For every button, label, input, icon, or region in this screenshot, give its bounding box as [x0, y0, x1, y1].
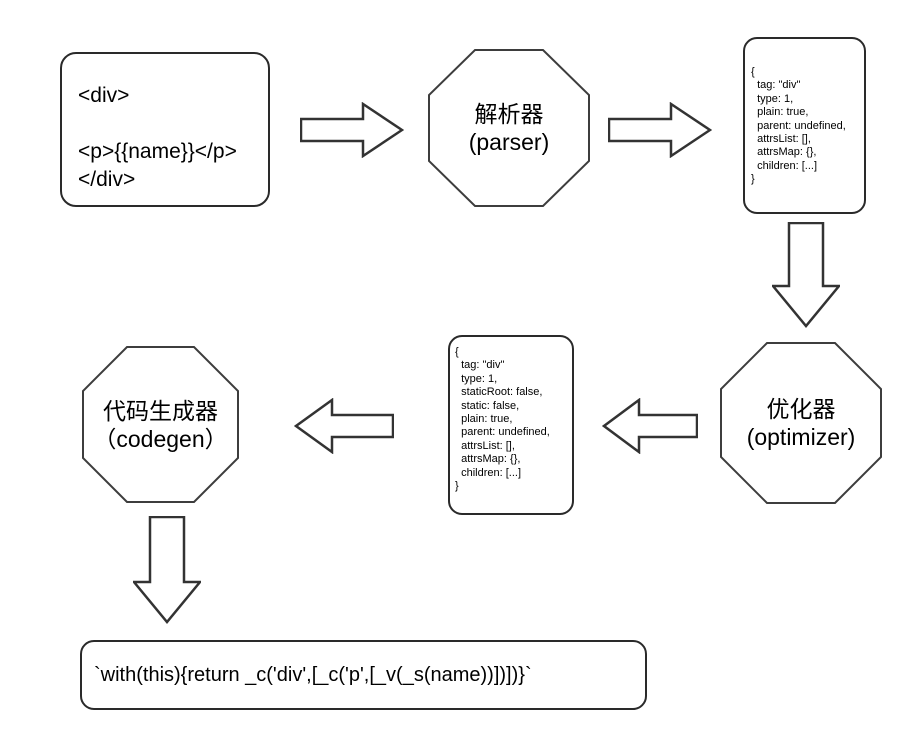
- arrow-down-icon: [772, 222, 840, 328]
- render-function-code: `with(this){return _c('div',[_c('p',[_v(…: [94, 663, 532, 686]
- render-function-box: [80, 640, 647, 710]
- optimizer-label-zh: 优化器: [766, 396, 836, 422]
- parser-node: 解析器 (parser): [428, 49, 590, 207]
- arrow-left-icon: [602, 398, 698, 454]
- ast-code: { tag: "div" type: 1, plain: true, paren…: [751, 66, 846, 186]
- template-source-code: <div> <p>{{name}}</p> </div>: [78, 84, 237, 191]
- parser-label-en: (parser): [468, 129, 550, 155]
- codegen-node: 代码生成器 （codegen）: [82, 346, 239, 503]
- optimized-ast-box: [448, 335, 574, 515]
- ast-box: [743, 37, 866, 214]
- template-source-box: [60, 52, 270, 207]
- arrow-right-icon: [300, 102, 404, 158]
- parser-label-zh: 解析器: [474, 101, 544, 127]
- codegen-label-zh: 代码生成器: [103, 397, 218, 424]
- optimizer-node: 优化器 (optimizer): [720, 342, 882, 504]
- optimizer-label: 优化器 (optimizer): [720, 342, 882, 504]
- parser-label: 解析器 (parser): [428, 49, 590, 207]
- optimized-ast-code: { tag: "div" type: 1, staticRoot: false,…: [455, 346, 550, 493]
- codegen-label: 代码生成器 （codegen）: [82, 346, 239, 503]
- arrow-right-icon: [608, 102, 712, 158]
- codegen-label-en: （codegen）: [93, 425, 228, 452]
- arrow-down-icon: [133, 516, 201, 624]
- arrow-left-icon: [294, 398, 394, 454]
- optimizer-label-en: (optimizer): [746, 424, 856, 450]
